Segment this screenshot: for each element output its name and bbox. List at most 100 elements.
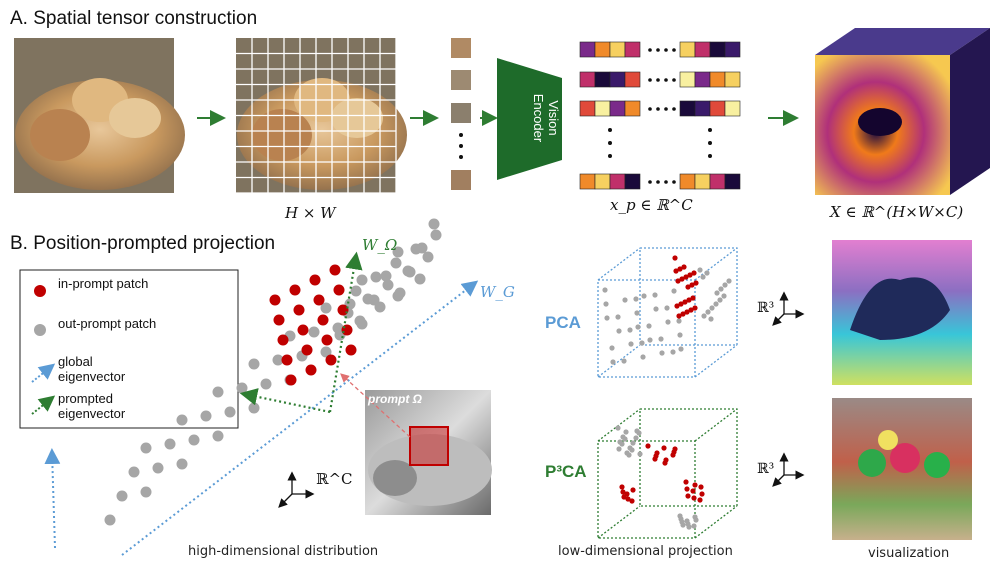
ellipsis-dot — [672, 78, 676, 82]
ellipsis-dot — [648, 48, 652, 52]
pca-label: PCA — [545, 313, 581, 332]
out-prompt-point — [402, 265, 414, 277]
p3ca-out-point — [616, 446, 622, 452]
p3ca-in-point — [645, 443, 651, 449]
pca-in-point — [693, 280, 699, 286]
ellipsis-dot — [708, 128, 712, 132]
pca-out-point — [603, 301, 609, 307]
out-prompt-point — [350, 285, 362, 297]
out-prompt-point — [362, 293, 374, 305]
token-cell — [624, 173, 641, 190]
token-cell — [624, 71, 641, 88]
pca-out-point — [628, 341, 634, 347]
ellipsis-dot — [664, 107, 668, 111]
vision-encoder-block — [497, 58, 562, 180]
pca-in-point — [684, 309, 690, 315]
r3-axes-icon-pca — [772, 291, 805, 326]
legend-out-prompt-label: out-prompt patch — [58, 316, 157, 331]
token-cell — [579, 41, 596, 58]
token-cell — [694, 41, 711, 58]
pca-out-point — [718, 286, 724, 292]
out-prompt-point — [236, 382, 248, 394]
out-prompt-point — [380, 270, 392, 282]
legend-global-eigenvector-label: global eigenvector — [58, 354, 126, 384]
prompt-region-box — [409, 426, 449, 466]
out-prompt-point — [414, 273, 426, 285]
pca-out-point — [615, 314, 621, 320]
p3ca-out-point — [627, 445, 633, 451]
token-cell — [694, 71, 711, 88]
pca-in-point — [679, 276, 685, 282]
p3ca-visualization — [832, 398, 972, 540]
pca-out-point — [621, 358, 627, 364]
rc-space-label: ℝ^C — [316, 470, 353, 488]
token-vectors — [579, 41, 741, 190]
in-prompt-point — [341, 324, 353, 336]
token-cell — [624, 100, 641, 117]
token-cell — [694, 100, 711, 117]
p3ca-out-point — [680, 522, 686, 528]
out-prompt-point — [392, 246, 404, 258]
caption-high-dim: high-dimensional distribution — [188, 544, 379, 559]
in-prompt-point — [269, 294, 281, 306]
tensor-space-label: X ∈ ℝ^(H×W×C) — [830, 203, 964, 221]
prompt-omega-label: prompt Ω — [368, 392, 423, 406]
ellipsis-dot — [708, 154, 712, 158]
patch-column — [451, 38, 471, 190]
pca-cube — [597, 247, 738, 378]
p3ca-in-point — [683, 479, 689, 485]
pca-out-point — [708, 316, 714, 322]
token-cell — [679, 71, 696, 88]
p3ca-in-point — [698, 484, 704, 490]
pca-out-point — [633, 296, 639, 302]
pca-out-point — [701, 313, 707, 319]
pca-out-point — [609, 345, 615, 351]
ellipsis-dot — [656, 78, 660, 82]
p3ca-out-point — [693, 517, 699, 523]
out-prompt-point — [308, 326, 320, 338]
in-prompt-legend-marker — [34, 285, 46, 297]
pca-in-point — [683, 274, 689, 280]
in-prompt-point — [297, 324, 309, 336]
out-prompt-point — [370, 271, 382, 283]
out-prompt-point — [410, 243, 422, 255]
pca-out-point — [602, 287, 608, 293]
pca-out-point — [721, 293, 727, 299]
pca-in-point — [678, 301, 684, 307]
out-prompt-point — [272, 354, 284, 366]
token-cell — [609, 41, 626, 58]
out-prompt-point — [212, 386, 224, 398]
token-cell — [594, 100, 611, 117]
pca-in-point — [685, 284, 691, 290]
r3-label-pca: ℝ³ — [757, 300, 775, 316]
token-cell — [724, 100, 741, 117]
legend-in-prompt-label: in-prompt patch — [58, 276, 149, 291]
in-prompt-point — [273, 314, 285, 326]
in-prompt-point — [345, 344, 357, 356]
out-prompt-legend-marker — [34, 324, 46, 336]
p3ca-out-point — [617, 439, 623, 445]
prompted-eigenvector-legend-marker — [31, 395, 56, 415]
token-cell — [709, 71, 726, 88]
p3ca-in-point — [699, 491, 705, 497]
p3ca-out-point — [630, 440, 636, 446]
pca-in-point — [675, 278, 681, 284]
pca-out-point — [652, 292, 658, 298]
out-prompt-point — [224, 406, 236, 418]
pca-out-point — [635, 324, 641, 330]
pca-in-point — [690, 295, 696, 301]
pca-out-point — [647, 337, 653, 343]
token-cell — [709, 41, 726, 58]
pca-in-point — [681, 264, 687, 270]
pca-out-point — [714, 290, 720, 296]
token-cell — [624, 41, 641, 58]
pca-in-point — [687, 272, 693, 278]
p3ca-in-point — [690, 488, 696, 494]
out-prompt-point — [374, 301, 386, 313]
out-prompt-point — [248, 402, 260, 414]
p3ca-in-point — [630, 487, 636, 493]
section-b-title: B. Position-prompted projection — [10, 233, 276, 254]
pca-in-point — [682, 299, 688, 305]
pca-out-point — [665, 319, 671, 325]
